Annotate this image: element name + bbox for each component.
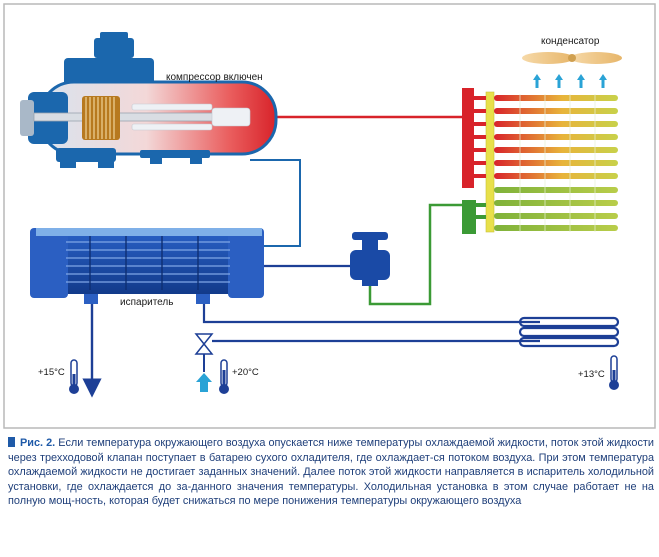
figure-caption: Рис. 2. Если температура окружающего воз… [8, 436, 654, 509]
compressor-label: компрессор включен [166, 72, 263, 83]
diagram-frame [3, 3, 656, 429]
compressor [20, 32, 278, 168]
water-inlet-arrow-icon [196, 373, 212, 392]
caption-marker [8, 437, 15, 447]
temp-mid-label: +20°С [232, 367, 259, 378]
air-flow-arrows [533, 74, 607, 88]
thermometer-icon [609, 355, 619, 390]
temp-left-label: +15°С [38, 367, 65, 378]
thermometer-icon [219, 359, 229, 394]
suction-pipe [250, 159, 301, 247]
three-way-valve [194, 333, 214, 372]
condenser-label: конденсатор [541, 36, 600, 47]
condenser [462, 88, 618, 234]
evaporator-label: испаритель [120, 297, 173, 308]
fan-icon [522, 52, 622, 64]
temp-right-label: +13°С [578, 369, 605, 380]
caption-text: Если температура окружающего воздуха опу… [8, 437, 654, 508]
expansion-valve [350, 232, 390, 286]
liquid-line-pipe [368, 203, 466, 306]
dry-cooler-coil [518, 316, 620, 348]
evaporator [30, 228, 264, 304]
water-return-pipe-top [202, 303, 540, 324]
refrigeration-diagram: компрессор включен [3, 3, 656, 429]
caption-lead: Рис. 2. [20, 437, 56, 449]
thermometer-icon [69, 359, 79, 394]
